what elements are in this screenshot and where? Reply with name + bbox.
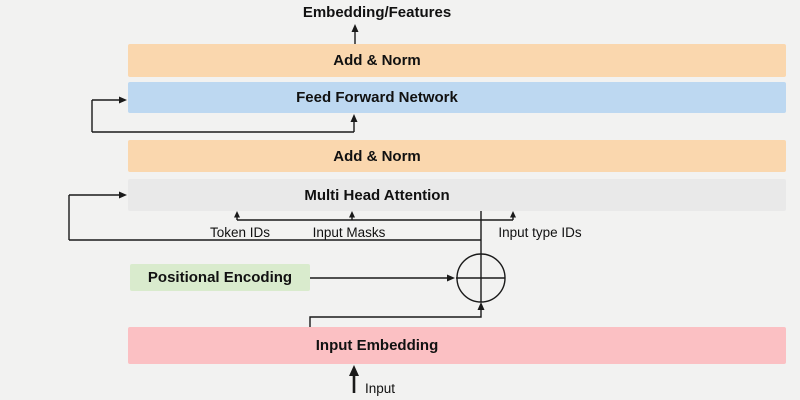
layer-add-norm-top: Add & Norm <box>128 44 786 77</box>
layer-label: Input Embedding <box>315 337 439 354</box>
positional-encoding-label: Positional Encoding <box>147 269 293 286</box>
arrowhead-add-bottom <box>477 302 485 310</box>
arrowhead-ffn-bottom <box>350 114 358 122</box>
arrowhead-input-masks <box>349 211 355 218</box>
layer-multi-head-attention: Multi Head Attention <box>128 179 786 211</box>
layer-input-embedding: Input Embedding <box>128 327 786 364</box>
add-circle-icon <box>456 253 506 303</box>
embed-to-add-line <box>309 308 482 327</box>
arrowhead-input <box>349 365 359 376</box>
input-type-ids-label: Input type IDs <box>498 225 582 240</box>
input-label: Input <box>365 381 396 396</box>
layer-label: Multi Head Attention <box>304 186 450 204</box>
id-arrow-shafts <box>236 217 514 220</box>
arrowhead-ffn-left <box>119 96 127 104</box>
layer-label: Add & Norm <box>333 52 421 69</box>
layer-add-norm-bottom: Add & Norm <box>128 140 786 172</box>
layer-feed-forward-network: Feed Forward Network <box>128 82 786 113</box>
positional-encoding-box: Positional Encoding <box>130 264 310 291</box>
arrowhead-mha-left <box>119 191 127 199</box>
arrowhead-output <box>351 24 359 32</box>
arrowhead-pe <box>447 274 455 282</box>
output-label: Embedding/Features <box>302 4 452 21</box>
token-ids-label: Token IDs <box>209 225 271 240</box>
layer-label: Add & Norm <box>333 147 421 165</box>
arrowhead-token-ids <box>234 211 240 218</box>
layer-label: Feed Forward Network <box>296 89 458 106</box>
arrowhead-input-type-ids <box>510 211 516 218</box>
input-masks-label: Input Masks <box>312 225 386 240</box>
